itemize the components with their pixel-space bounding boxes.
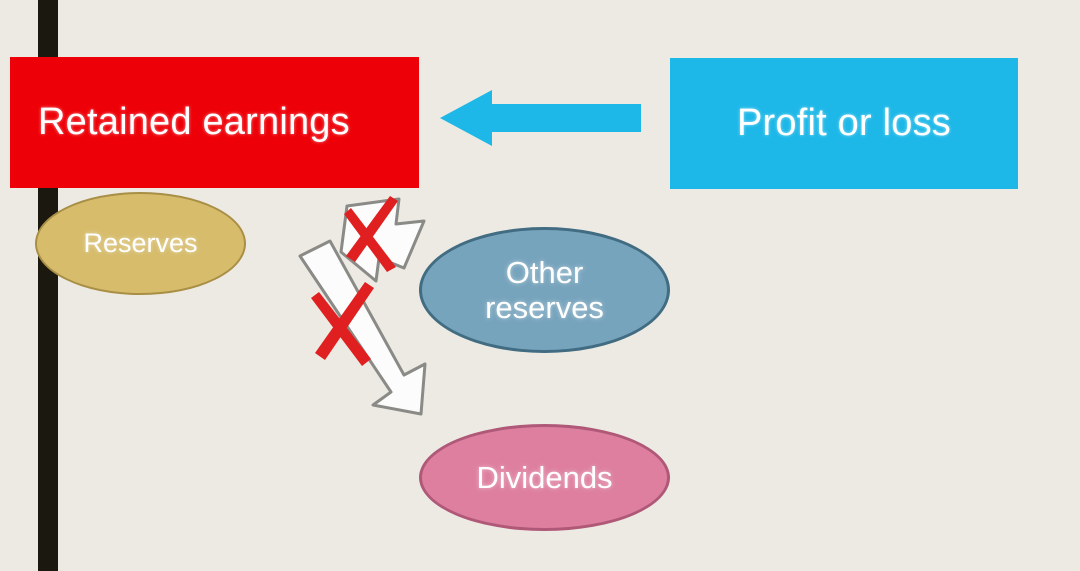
red-cross-upper-icon: [344, 196, 398, 272]
other-reserves-label: Other reserves: [485, 255, 604, 326]
other-reserves-label-line2: reserves: [485, 290, 604, 325]
other-reserves-label-line1: Other: [505, 254, 584, 290]
red-cross-lower-icon: [311, 282, 374, 366]
dividends-ellipse[interactable]: Dividends: [419, 424, 670, 531]
profit-or-loss-box[interactable]: Profit or loss: [670, 58, 1018, 189]
dividends-label: Dividends: [476, 459, 613, 495]
reserves-ellipse[interactable]: Reserves: [35, 192, 246, 295]
other-reserves-ellipse[interactable]: Other reserves: [419, 227, 670, 353]
reserves-label: Reserves: [83, 228, 198, 259]
retained-earnings-box[interactable]: Retained earnings: [10, 57, 419, 188]
profit-or-loss-label: Profit or loss: [737, 101, 951, 144]
blue-left-arrow-icon: [440, 90, 641, 146]
blocked-arrow-to-dividends-icon: [298, 239, 427, 416]
retained-earnings-label: Retained earnings: [38, 100, 350, 143]
blocked-arrow-to-other-reserves-icon: [339, 197, 426, 283]
